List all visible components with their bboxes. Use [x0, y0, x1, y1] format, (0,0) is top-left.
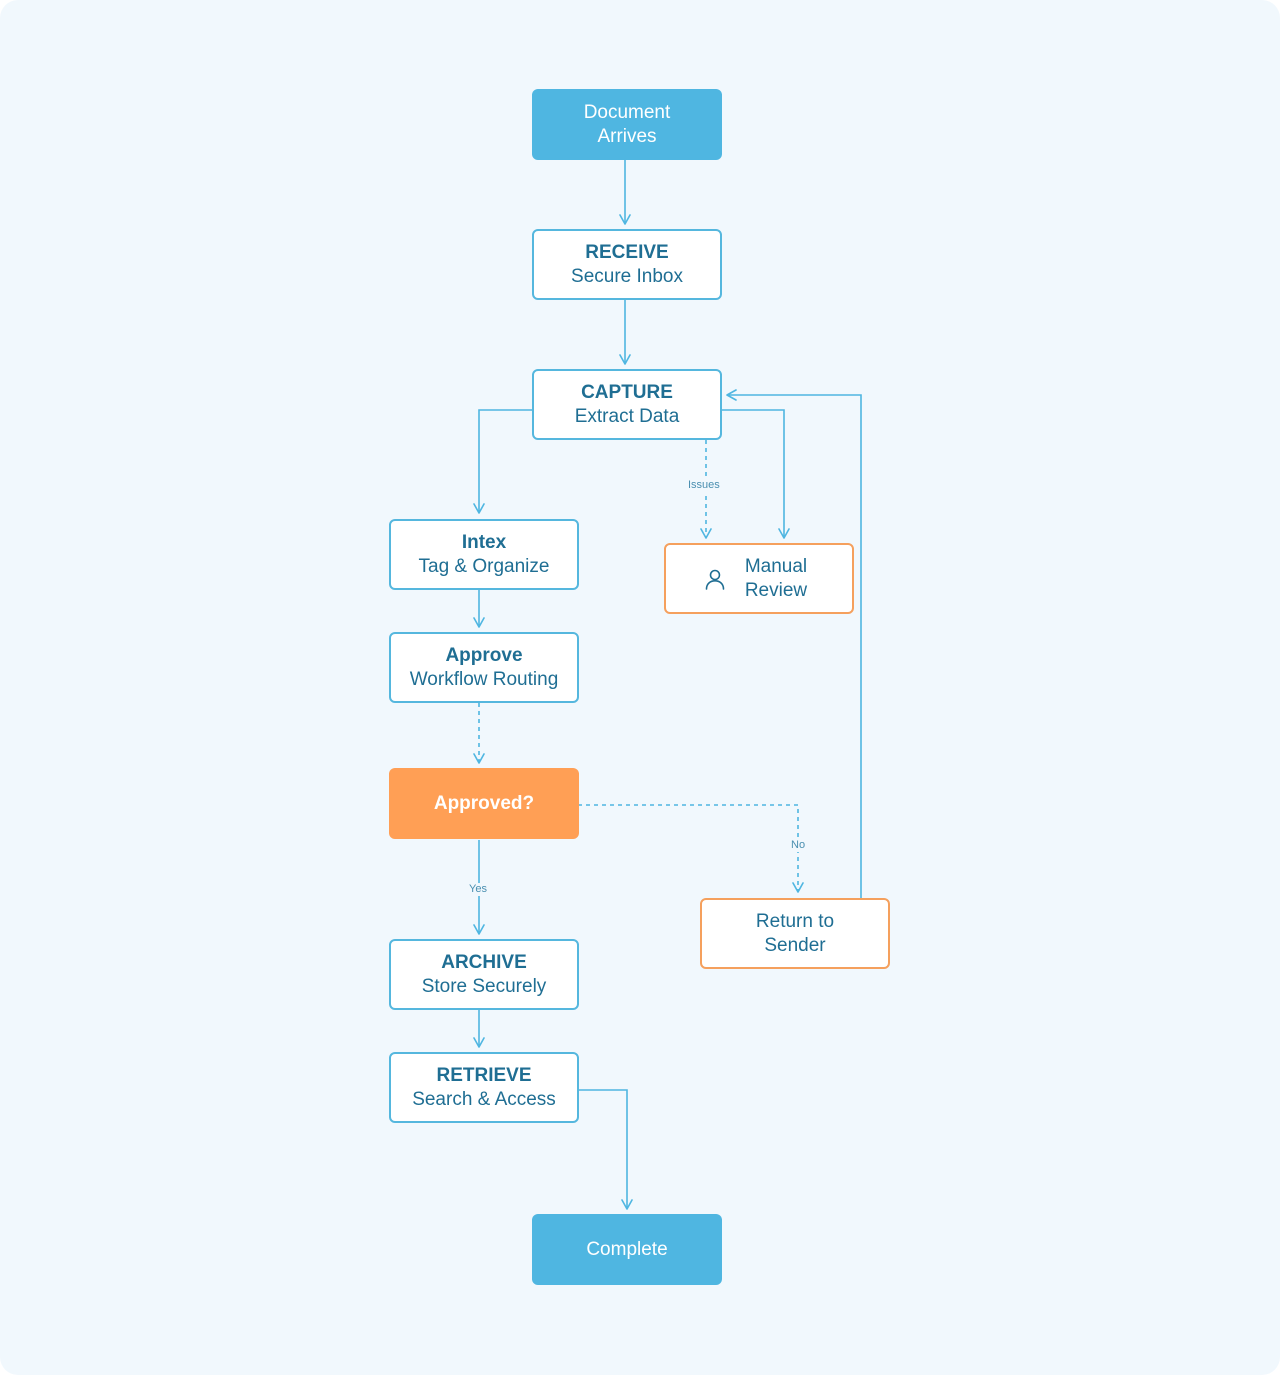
node-capture[interactable]: CAPTURE Extract Data: [532, 369, 722, 440]
node-return-to-sender-line1: Return to: [755, 910, 835, 932]
edge-label-no: No: [789, 839, 808, 852]
node-return-to-sender-line2: Sender: [764, 934, 826, 956]
node-document-arrives-line1: Document: [583, 101, 671, 123]
node-complete-label: Complete: [586, 1238, 668, 1260]
person-icon: [705, 569, 725, 590]
node-approved-decision-label: Approved?: [433, 792, 535, 814]
node-archive-title: ARCHIVE: [441, 951, 527, 973]
node-retrieve-title: RETRIEVE: [436, 1064, 532, 1086]
node-capture-title: CAPTURE: [581, 381, 673, 403]
edge-return-capture: [726, 389, 862, 898]
node-document-arrives-line2: Arrives: [597, 125, 657, 147]
node-index-subtitle: Tag & Organize: [418, 555, 550, 577]
node-manual-review-line2: Review: [744, 579, 808, 601]
node-manual-review-text: Manual Review: [745, 555, 807, 603]
node-retrieve[interactable]: RETRIEVE Search & Access: [389, 1052, 579, 1123]
edge-capture-manual: [721, 409, 790, 539]
edge-retrieve-complete: [578, 1089, 633, 1210]
node-approved-decision[interactable]: Approved?: [389, 768, 579, 839]
edge-capture-index: [473, 409, 533, 514]
node-document-arrives[interactable]: Document Arrives: [532, 89, 722, 160]
edge-decision-return: [578, 804, 804, 893]
node-capture-subtitle: Extract Data: [574, 405, 680, 427]
node-receive[interactable]: RECEIVE Secure Inbox: [532, 229, 722, 300]
node-complete[interactable]: Complete: [532, 1214, 722, 1285]
node-return-to-sender[interactable]: Return to Sender: [700, 898, 890, 969]
node-manual-review-line1: Manual: [744, 555, 808, 577]
node-approve-subtitle: Workflow Routing: [409, 668, 559, 690]
edge-label-issues: Issues: [686, 479, 722, 492]
node-approve-title: Approve: [445, 644, 523, 666]
node-index[interactable]: Intex Tag & Organize: [389, 519, 579, 590]
node-receive-subtitle: Secure Inbox: [571, 265, 683, 287]
node-receive-title: RECEIVE: [585, 241, 669, 263]
node-manual-review[interactable]: Manual Review: [664, 543, 854, 614]
node-retrieve-subtitle: Search & Access: [412, 1088, 556, 1110]
node-archive[interactable]: ARCHIVE Store Securely: [389, 939, 579, 1010]
node-archive-subtitle: Store Securely: [421, 975, 547, 997]
node-index-title: Intex: [461, 531, 507, 553]
edge-label-yes: Yes: [467, 883, 489, 896]
node-approve[interactable]: Approve Workflow Routing: [389, 632, 579, 703]
